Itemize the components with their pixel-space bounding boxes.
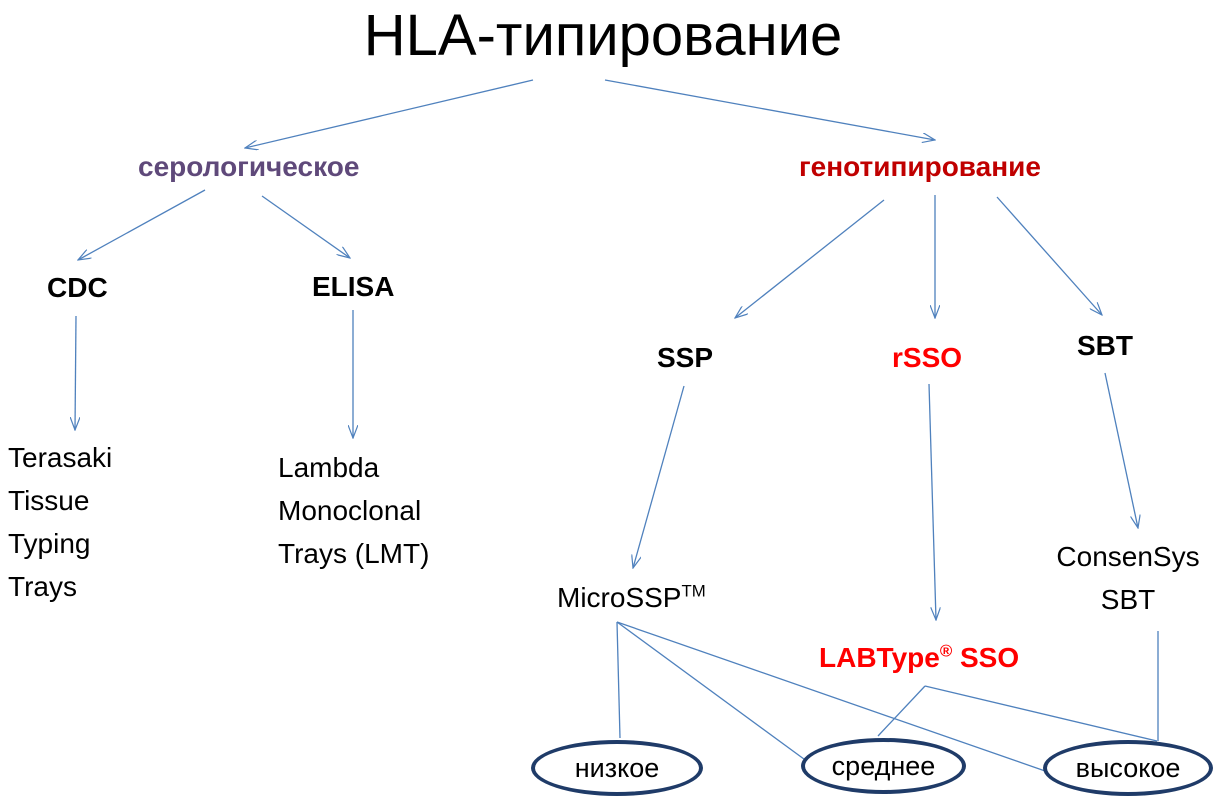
product-consensys-line: ConsenSys <box>1056 541 1200 572</box>
product-lmt: Lambda Monoclonal Trays (LMT) <box>278 446 429 575</box>
arrow-genotyping-to-ssp <box>735 199 885 318</box>
method-rsso: rSSO <box>892 342 963 373</box>
resolution-medium: среднее <box>801 738 966 794</box>
product-lmt-line: Trays (LMT) <box>278 538 430 569</box>
product-terasaki-line: Trays <box>8 571 77 602</box>
arrow-serological-to-elisa <box>261 195 350 258</box>
arrow-title-to-genotyping <box>604 79 935 140</box>
arrow-cdc-to-terasaki <box>75 315 76 430</box>
method-ssp: SSP <box>657 342 714 373</box>
product-terasaki-line: Terasaki <box>8 442 113 473</box>
line-microssp-to-medium <box>616 621 809 763</box>
product-lmt-line: Lambda <box>278 452 380 483</box>
product-labtype-name: LABType <box>819 642 940 673</box>
product-terasaki-line: Typing <box>8 528 91 559</box>
product-terasaki: Terasaki Tissue Typing Trays <box>8 436 112 608</box>
product-lmt-line: Monoclonal <box>278 495 422 526</box>
arrow-genotyping-to-sbt <box>996 196 1102 315</box>
registered-mark: ® <box>939 641 953 661</box>
arrow-serological-to-cdc <box>78 189 206 260</box>
resolution-low: низкое <box>531 740 703 796</box>
arrow-sbt-to-consensys <box>1104 372 1138 528</box>
diagram-title: HLA-типирование <box>363 3 843 68</box>
arrow-ssp-to-microssp <box>633 385 685 568</box>
arrow-rsso-to-labtype <box>928 383 936 620</box>
product-consensys: ConsenSys SBT <box>1053 535 1203 621</box>
method-elisa: ELISA <box>312 271 395 302</box>
trademark-mark: TM <box>681 581 706 601</box>
line-microssp-to-low <box>616 621 621 739</box>
product-microssp-name: MicroSSP <box>557 582 682 613</box>
product-microssp: MicroSSPTM <box>557 581 706 613</box>
method-cdc: CDC <box>47 272 108 303</box>
product-terasaki-line: Tissue <box>8 485 90 516</box>
product-labtype: LABType® SSO <box>819 641 1020 673</box>
line-labtype-to-medium <box>877 685 926 737</box>
line-labtype-to-high <box>924 685 1158 742</box>
method-sbt: SBT <box>1077 330 1133 361</box>
resolution-high: высокое <box>1043 740 1213 796</box>
product-consensys-line: SBT <box>1100 584 1156 615</box>
line-microssp-to-high <box>616 621 1049 773</box>
branch-serological: серологическое <box>138 151 360 182</box>
branch-genotyping: генотипирование <box>799 151 1041 182</box>
arrow-title-to-serological <box>245 79 534 148</box>
product-labtype-suffix: SSO <box>952 642 1020 673</box>
